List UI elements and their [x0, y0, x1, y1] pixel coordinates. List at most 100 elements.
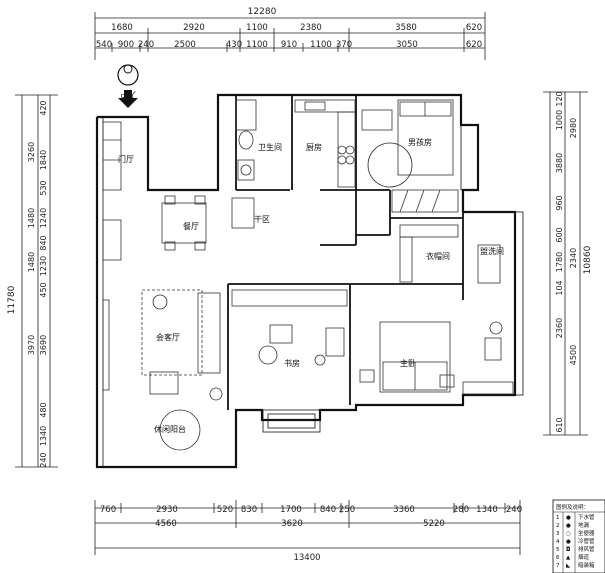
dim-top-r2-3: 2500 — [174, 40, 196, 50]
dim-left-13: 1340 — [39, 426, 48, 446]
dim-bot-r1-7: 3360 — [393, 505, 415, 515]
dim-top-r2-10: 620 — [466, 40, 482, 50]
dim-left-2: 1840 — [39, 150, 48, 170]
legend-sym-7: ◣ — [566, 563, 571, 569]
dim-left-11: 3690 — [39, 335, 48, 355]
legend-text-4: 冷管管 — [578, 537, 595, 545]
legend-text-2: 地漏 — [578, 521, 590, 529]
dim-bot-r1-1: 2930 — [156, 505, 178, 515]
dim-bot-r2-0: 4560 — [155, 519, 177, 529]
dim-right-5: 600 — [555, 227, 564, 242]
dim-top-r1-2: 1100 — [246, 23, 268, 33]
dim-right-8: 104 — [555, 280, 564, 295]
dim-left-total: 11780 — [7, 285, 17, 314]
dim-right-2: 2980 — [569, 118, 578, 138]
bathroom-fixtures — [235, 99, 257, 181]
dim-top-r2-8: 370 — [336, 40, 352, 50]
dim-right-10: 4500 — [569, 345, 578, 365]
legend-sym-2: ● — [566, 523, 571, 529]
legend-sym-1: ● — [566, 515, 571, 521]
dim-left-8: 1230 — [39, 256, 48, 276]
dim-bot-r1-0: 760 — [100, 505, 116, 515]
dim-top-total: 12280 — [248, 7, 277, 17]
dim-left-12: 480 — [39, 402, 48, 417]
legend-no-1: 1 — [556, 515, 560, 521]
right-dimensions — [543, 91, 588, 436]
dim-bot-r1-6: 250 — [339, 505, 355, 515]
dim-left-1: 3260 — [27, 142, 36, 162]
dim-left-3: 530 — [39, 180, 48, 195]
dim-bot-r1-9: 1340 — [476, 505, 498, 515]
legend-text-5: 排风管 — [578, 545, 595, 553]
dim-bot-r2-1: 3620 — [281, 519, 303, 529]
dim-bot-r2-2: 5220 — [423, 519, 445, 529]
entrance-label: 入户 — [120, 90, 136, 100]
dim-top-r2-9: 3050 — [396, 40, 418, 50]
dim-top-r1-3: 2380 — [300, 23, 322, 33]
living-room-furniture — [102, 289, 223, 451]
room-label-boy-room: 男孩房 — [408, 137, 432, 147]
foyer-cabinet — [102, 121, 122, 261]
kitchen-fixtures — [294, 99, 356, 188]
windows — [96, 116, 524, 468]
dining-furniture — [161, 195, 255, 251]
dim-top-r1-1: 2920 — [183, 23, 205, 33]
legend-title: 图例及说明： — [556, 503, 589, 511]
legend: 图例及说明： 1 ● 下水管 2 ● 地漏 3 ○ 坐便器 4 ● 冷管管 5 … — [552, 499, 605, 573]
room-label-master: 主卧 — [400, 358, 416, 368]
bottom-dimensions — [94, 500, 521, 555]
left-dimensions — [15, 94, 58, 468]
study-furniture — [231, 289, 348, 366]
dim-right-0: 120 — [555, 91, 564, 106]
boy-room-furniture — [361, 99, 459, 213]
dim-left-5: 1240 — [39, 208, 48, 228]
dim-top-r2-4: 430 — [226, 40, 242, 50]
room-label-study: 书房 — [284, 358, 300, 368]
dim-left-7: 1480 — [27, 252, 36, 272]
room-label-kitchen: 厨房 — [306, 142, 322, 152]
dim-top-r1-0: 1680 — [111, 23, 133, 33]
legend-sym-4: ● — [566, 539, 571, 545]
dim-bot-r1-5: 840 — [320, 505, 336, 515]
dim-top-r2-1: 900 — [118, 40, 134, 50]
top-dimensions — [94, 12, 486, 60]
room-label-dry-area: 干区 — [254, 215, 270, 224]
dim-top-r2-6: 910 — [281, 40, 297, 50]
legend-sym-6: ▲ — [566, 555, 571, 561]
room-label-cloakroom: 衣帽间 — [426, 251, 450, 261]
room-label-washroom: 盥洗间 — [480, 246, 504, 256]
dim-right-9: 2360 — [555, 318, 564, 338]
legend-no-2: 2 — [556, 523, 560, 529]
room-label-leisure: 休闲阳台 — [154, 424, 186, 434]
dim-left-0: 420 — [39, 100, 48, 115]
legend-no-5: 5 — [556, 547, 560, 553]
legend-text-1: 下水管 — [578, 513, 595, 521]
dim-top-r1-4: 3580 — [395, 23, 417, 33]
dim-top-r2-2: 240 — [138, 40, 154, 50]
dim-left-14: 240 — [39, 452, 48, 467]
room-label-living: 会客厅 — [156, 332, 180, 342]
dim-top-r2-7: 1100 — [310, 40, 332, 50]
dim-left-6: 840 — [39, 235, 48, 250]
dim-top-r2-0: 540 — [96, 40, 112, 50]
room-label-foyer: 门厅 — [118, 154, 134, 164]
legend-sym-5: ◘ — [566, 546, 570, 553]
dim-right-1: 1000 — [555, 110, 564, 130]
dim-right-11: 610 — [555, 417, 564, 432]
legend-text-6: 烟道 — [578, 553, 590, 561]
dim-left-4: 1480 — [27, 208, 36, 228]
dim-right-4: 960 — [555, 195, 564, 210]
master-bedroom-furniture — [359, 321, 514, 395]
legend-no-4: 4 — [556, 539, 560, 545]
dim-right-total: 10860 — [583, 245, 593, 274]
dim-bot-r1-4: 1700 — [280, 505, 302, 515]
legend-sym-3: ○ — [566, 531, 571, 537]
dim-left-9: 450 — [39, 282, 48, 297]
dim-bot-r1-10: 240 — [506, 505, 522, 515]
dim-top-r2-5: 1100 — [246, 40, 268, 50]
legend-text-7: 暗装箱 — [578, 561, 595, 569]
dim-bot-r1-2: 520 — [217, 505, 233, 515]
dim-right-3: 3880 — [555, 153, 564, 173]
